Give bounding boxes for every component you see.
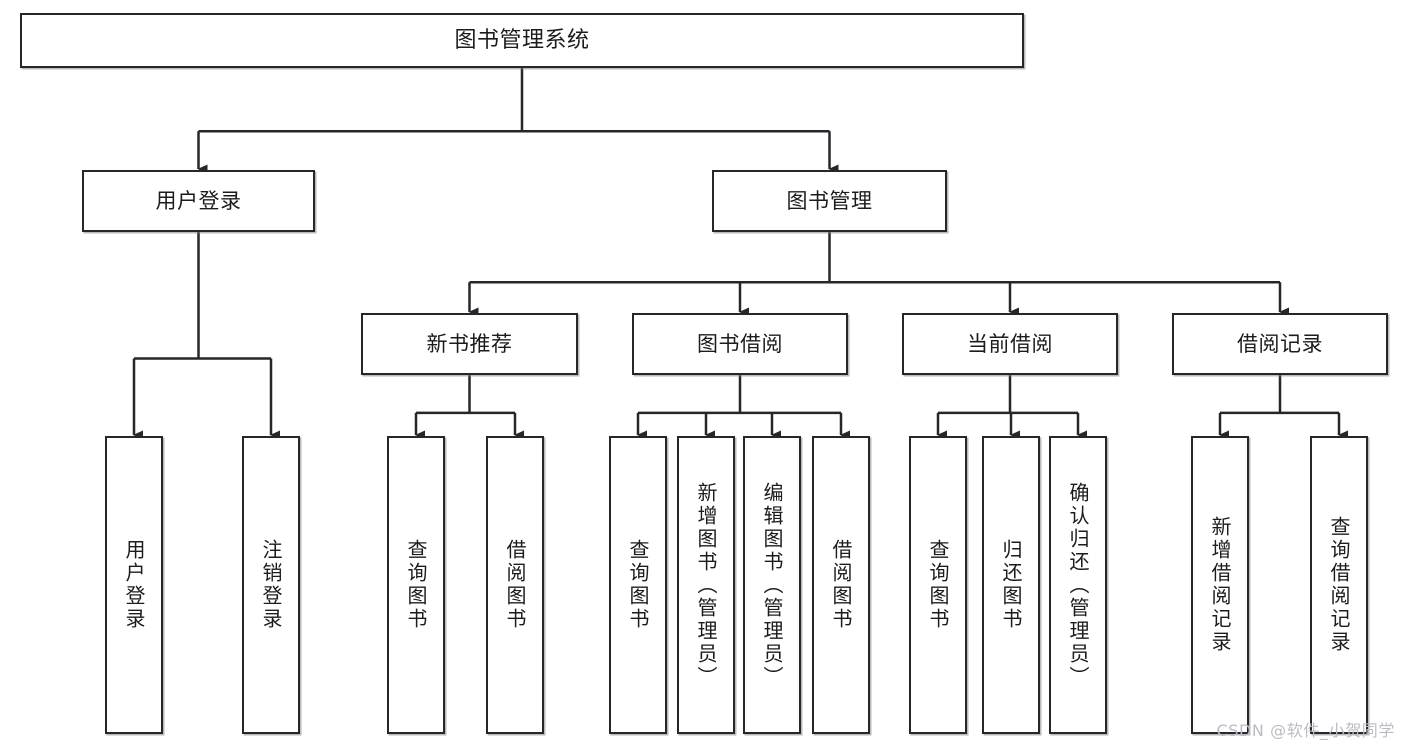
node-current-borrowing[interactable]: 当前借阅	[902, 313, 1118, 375]
node-label: 借阅记录	[1237, 331, 1323, 356]
node-label: 查询图书	[404, 539, 428, 631]
node-book-borrowing[interactable]: 图书借阅	[632, 313, 848, 375]
node-label: 图书管理系统	[454, 27, 590, 53]
node-leaf-query-book-2[interactable]: 查询图书	[609, 436, 667, 734]
node-leaf-return-book[interactable]: 归还图书	[982, 436, 1040, 734]
node-label: 查询图书	[926, 539, 950, 631]
node-leaf-query-book-1[interactable]: 查询图书	[387, 436, 445, 734]
node-borrowing-record[interactable]: 借阅记录	[1172, 313, 1388, 375]
node-leaf-user-login[interactable]: 用户登录	[105, 436, 163, 734]
node-user-login[interactable]: 用户登录	[82, 170, 315, 232]
node-label: 注销登录	[259, 539, 283, 631]
node-label: 编辑图书（管理员）	[760, 481, 784, 689]
node-leaf-add-book-admin[interactable]: 新增图书（管理员）	[677, 436, 735, 734]
node-label: 借阅图书	[829, 539, 853, 631]
node-label: 用户登录	[122, 539, 146, 631]
node-leaf-confirm-return-admin[interactable]: 确认归还（管理员）	[1049, 436, 1107, 734]
node-label: 新增借阅记录	[1208, 516, 1232, 654]
node-book-management[interactable]: 图书管理	[712, 170, 947, 232]
node-leaf-edit-book-admin[interactable]: 编辑图书（管理员）	[743, 436, 801, 734]
node-label: 归还图书	[999, 539, 1023, 631]
node-label: 当前借阅	[967, 331, 1053, 356]
node-leaf-borrow-book-1[interactable]: 借阅图书	[486, 436, 544, 734]
node-new-book-recommendation[interactable]: 新书推荐	[361, 313, 578, 375]
node-label: 新增图书（管理员）	[694, 481, 718, 689]
node-leaf-add-borrow-record[interactable]: 新增借阅记录	[1191, 436, 1249, 734]
node-leaf-borrow-book-2[interactable]: 借阅图书	[812, 436, 870, 734]
node-label: 新书推荐	[426, 331, 513, 356]
node-leaf-query-book-3[interactable]: 查询图书	[909, 436, 967, 734]
node-label: 图书借阅	[697, 331, 783, 356]
node-label: 借阅图书	[503, 539, 527, 631]
node-book-management-system[interactable]: 图书管理系统	[20, 13, 1024, 68]
node-leaf-query-borrow-record[interactable]: 查询借阅记录	[1310, 436, 1368, 734]
node-label: 用户登录	[155, 188, 242, 213]
node-label: 图书管理	[786, 188, 873, 213]
node-label: 确认归还（管理员）	[1066, 481, 1090, 689]
node-label: 查询图书	[626, 539, 650, 631]
node-leaf-logout[interactable]: 注销登录	[242, 436, 300, 734]
node-label: 查询借阅记录	[1327, 516, 1351, 654]
